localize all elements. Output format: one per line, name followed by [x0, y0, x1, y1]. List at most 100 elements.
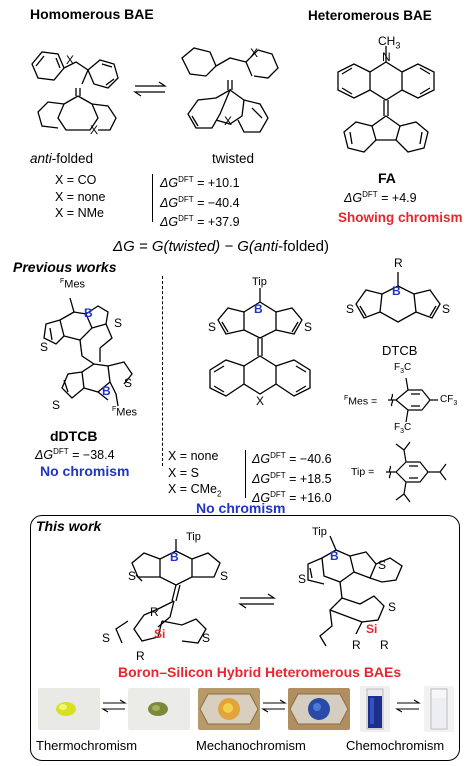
- tip-label: Tip: [312, 526, 327, 538]
- sulfur-atom-label: S: [124, 376, 133, 390]
- equilibrium-arrow: [395, 699, 421, 713]
- sulfur-atom-label: S: [102, 631, 111, 645]
- cf3-label: CF3: [440, 394, 458, 407]
- x-row: X = CMe2: [168, 482, 222, 499]
- homomerous-twisted-structure: X X: [168, 28, 288, 150]
- f3c-label: F3C: [394, 362, 412, 375]
- r-label: R: [150, 605, 159, 619]
- r-label: R: [136, 649, 145, 663]
- sulfur-atom-label: S: [128, 569, 137, 583]
- dg-row: ΔGDFT = +18.5: [252, 470, 332, 486]
- tip-substituent-structure: [384, 432, 460, 508]
- sulfur-atom-label: S: [40, 340, 49, 354]
- f3c-label: F3C: [394, 422, 412, 435]
- thermochromism-yellow-photo: [38, 688, 100, 730]
- homomerous-dg-column: ΔGDFT = +10.1 ΔGDFT = −40.4 ΔGDFT = +37.…: [160, 172, 240, 231]
- tip-label: Tip: [252, 276, 267, 288]
- sulfur-atom-label: S: [298, 572, 307, 586]
- equilibrium-arrow: [261, 699, 287, 713]
- previous-x-column: X = none X = S X = CMe2: [168, 448, 221, 503]
- thiophene-borane-x-structure: B S S X Tip: [196, 276, 326, 430]
- sulfur-atom-label: S: [202, 631, 211, 645]
- mechanochromism-yellow-photo: [198, 688, 260, 730]
- no-chromism-label: No chromism: [40, 463, 130, 479]
- sulfur-atom-label: S: [388, 600, 397, 614]
- sulfur-atom-label: S: [52, 398, 61, 412]
- x-row: X = CO: [55, 173, 97, 187]
- homomerous-x-column: X = CO X = none X = NMe: [55, 172, 105, 222]
- dg-row: ΔGDFT = +16.0: [252, 490, 332, 506]
- sulfur-atom-label: S: [220, 569, 229, 583]
- equilibrium-arrow: [133, 81, 167, 97]
- silicon-atom-label: Si: [366, 622, 378, 636]
- atom-x-label: X: [256, 394, 265, 408]
- showing-chromism-label: Showing chromism: [338, 210, 463, 225]
- r-label: R: [394, 256, 403, 270]
- atom-x-label: X: [66, 53, 75, 67]
- mechanochromism-caption: Mechanochromism: [196, 738, 306, 753]
- ddtcb-label: dDTCB: [50, 428, 98, 444]
- boron-silicon-bae-twisted-structure: B S S S Si R R Tip: [290, 522, 440, 652]
- atom-n-label: N: [382, 50, 391, 64]
- chemochromism-clear-vial: [424, 686, 454, 732]
- thermochromism-caption: Thermochromism: [36, 738, 138, 753]
- table-divider: [245, 450, 246, 498]
- atom-x-label: X: [250, 46, 259, 60]
- chemochromism-caption: Chemochromism: [346, 738, 445, 753]
- silicon-atom-label: Si: [154, 627, 166, 641]
- boron-atom-label: B: [170, 550, 179, 564]
- atom-x-label: X: [224, 114, 233, 128]
- dg-row: ΔGDFT = −40.6: [252, 451, 332, 467]
- previous-works-title: Previous works: [13, 259, 117, 275]
- fa-structure: N CH3: [316, 26, 456, 166]
- dtcb-structure: B R S S: [336, 256, 466, 340]
- x-row: X = S: [168, 465, 199, 480]
- dg-row: ΔGDFT = +10.1: [160, 175, 240, 191]
- sulfur-atom-label: S: [304, 320, 313, 334]
- this-work-title: This work: [36, 518, 102, 534]
- this-work-panel: [30, 515, 460, 761]
- fmes-label: FMes: [60, 278, 86, 291]
- mechanochromism-blue-photo: [288, 688, 350, 730]
- previous-dg-column: ΔGDFT = −40.6 ΔGDFT = +18.5 ΔGDFT = +16.…: [252, 448, 332, 507]
- boron-atom-label: B: [330, 549, 339, 563]
- table-divider: [152, 174, 153, 222]
- fmes-substituent-structure: F3C F3C CF3: [386, 362, 462, 435]
- boron-atom-label: B: [254, 302, 263, 316]
- r-label: R: [380, 638, 389, 652]
- sulfur-atom-label: S: [378, 558, 387, 572]
- x-row: X = none: [55, 189, 106, 204]
- methyl-label: CH3: [378, 34, 401, 51]
- chemochromism-blue-vial: [360, 686, 390, 732]
- sulfur-atom-label: S: [442, 302, 451, 316]
- thermochromism-green-photo: [128, 688, 190, 730]
- no-chromism-label: No chromism: [196, 500, 286, 516]
- boron-atom-label: B: [102, 384, 111, 398]
- homomerous-anti-folded-structure: X X: [20, 26, 130, 146]
- dg-definition-equation: ΔG = G(twisted) − G(anti-folded): [113, 238, 329, 255]
- boron-atom-label: B: [392, 284, 401, 298]
- tip-key-label: Tip =: [351, 466, 375, 478]
- r-label: R: [352, 638, 361, 652]
- x-row: X = NMe: [55, 206, 104, 220]
- equilibrium-arrow: [101, 699, 127, 713]
- equilibrium-arrow: [238, 593, 276, 609]
- sulfur-atom-label: S: [114, 316, 123, 330]
- fmes-label: FMes: [112, 406, 138, 419]
- heteromerous-title: Heteromerous BAE: [308, 8, 432, 23]
- twisted-label: twisted: [212, 151, 255, 166]
- anti-folded-label: anti-folded: [30, 151, 94, 166]
- sulfur-atom-label: S: [208, 320, 217, 334]
- boron-atom-label: B: [84, 306, 93, 320]
- homomerous-title: Homomerous BAE: [30, 6, 154, 22]
- ddtcb-dg: ΔGDFT = −38.4: [35, 447, 115, 463]
- dashed-separator: [162, 276, 163, 466]
- hybrid-bae-label: Boron–Silicon Hybrid Heteromerous BAEs: [118, 664, 402, 680]
- dg-row: ΔGDFT = +37.9: [160, 214, 240, 230]
- dtcb-label: DTCB: [382, 343, 418, 358]
- fa-label: FA: [378, 170, 396, 186]
- atom-x-label: X: [90, 123, 99, 137]
- boron-silicon-bae-anti-folded-structure: B S S S S Si R R Tip: [92, 525, 232, 663]
- x-row: X = none: [168, 449, 219, 463]
- tip-label: Tip: [186, 531, 201, 543]
